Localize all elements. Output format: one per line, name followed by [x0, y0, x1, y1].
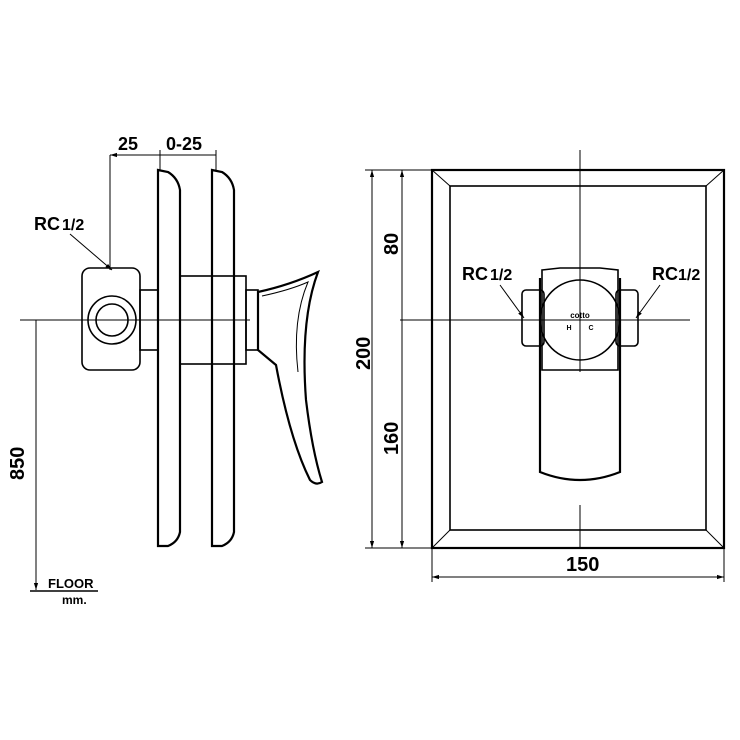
cold-label: C — [588, 325, 593, 332]
rc-right-label: RC — [652, 264, 678, 284]
dim-bottom: 160 — [381, 422, 403, 455]
lever-handle — [256, 269, 324, 485]
rc-label: RC — [34, 214, 60, 234]
cover-plate-inner — [449, 185, 707, 531]
valve-housing — [541, 267, 619, 371]
dim-height: 850 — [7, 447, 29, 480]
dim-top: 80 — [381, 233, 403, 255]
lever-handle-edge — [261, 281, 309, 373]
dim-total-height: 200 — [353, 337, 375, 370]
leader-arrow — [69, 233, 113, 271]
brand-logo: cotto — [570, 311, 590, 320]
dim-width: 150 — [566, 554, 599, 576]
wall-plate-outer — [210, 168, 236, 548]
cover-plate-outer — [430, 168, 726, 550]
rc-left-size: 1/2 — [490, 267, 512, 284]
side-view: 25 0-25 RC 1/2 850 FLOOR mm. — [7, 134, 324, 607]
dim-adjust: 0-25 — [166, 134, 202, 154]
rc-size: 1/2 — [62, 217, 84, 234]
handle-front — [538, 278, 622, 482]
valve-body — [81, 267, 141, 371]
unit-label: mm. — [62, 593, 87, 607]
front-view: cotto H C RC 1/2 RC 1/2 200 80 160 150 — [353, 150, 726, 582]
dim-depth: 25 — [118, 134, 138, 154]
wall-plate-inner — [156, 168, 182, 548]
rc-right-size: 1/2 — [678, 267, 700, 284]
port-left — [521, 289, 545, 347]
port-right — [615, 289, 639, 347]
floor-label: FLOOR — [48, 576, 94, 591]
hot-label: H — [566, 325, 571, 332]
rc-left-label: RC — [462, 264, 488, 284]
